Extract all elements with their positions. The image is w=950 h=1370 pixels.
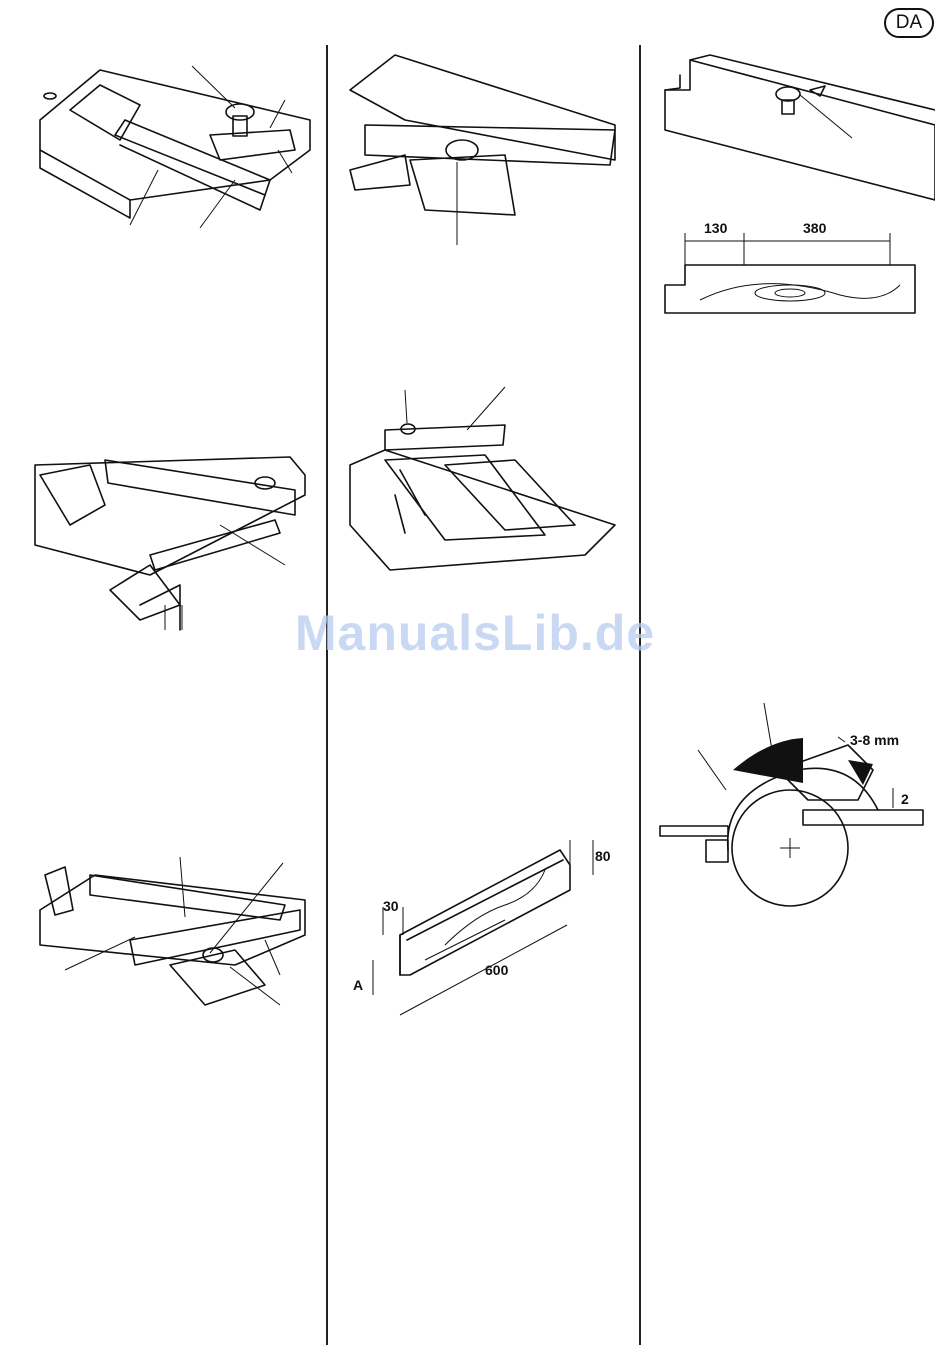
left-spacing-label: 130 <box>704 220 728 236</box>
language-badge: DA <box>884 8 934 38</box>
figure-blade-guard: 3-8 mm 2 <box>658 700 940 910</box>
figure-rip-fence-mounting <box>30 50 320 230</box>
figure-board-spacing: 130 380 <box>660 215 940 325</box>
gap-label: 3-8 mm <box>850 732 899 748</box>
fence-extension-illustration <box>660 50 935 210</box>
rip-fence-illustration <box>30 50 320 230</box>
column-divider-right <box>639 45 641 1345</box>
workpiece-dimension-drawing: 80 30 600 A <box>345 835 625 1025</box>
figure-workpiece-dimensions: 80 30 600 A <box>345 835 625 1025</box>
blade-guard-diagram: 3-8 mm 2 <box>658 700 940 910</box>
thickness-dimension-label: 30 <box>383 898 399 914</box>
height-label: 2 <box>901 791 909 807</box>
column-divider-left <box>326 45 328 1345</box>
length-dimension-label: 600 <box>485 962 509 978</box>
figure-push-block <box>345 385 625 585</box>
height-dimension-label: 80 <box>595 848 611 864</box>
right-spacing-label: 380 <box>803 220 827 236</box>
figure-mitre-guide <box>35 855 325 1025</box>
figure-mitre-workpiece <box>345 50 625 250</box>
figure-fence-extension <box>660 50 935 210</box>
offset-label: A <box>353 977 363 993</box>
push-block-illustration <box>345 385 625 585</box>
mitre-guide-illustration <box>35 855 325 1025</box>
mitre-workpiece-illustration <box>345 50 625 250</box>
watermark: ManualsLib.de <box>0 604 950 662</box>
board-spacing-diagram: 130 380 <box>660 215 940 325</box>
